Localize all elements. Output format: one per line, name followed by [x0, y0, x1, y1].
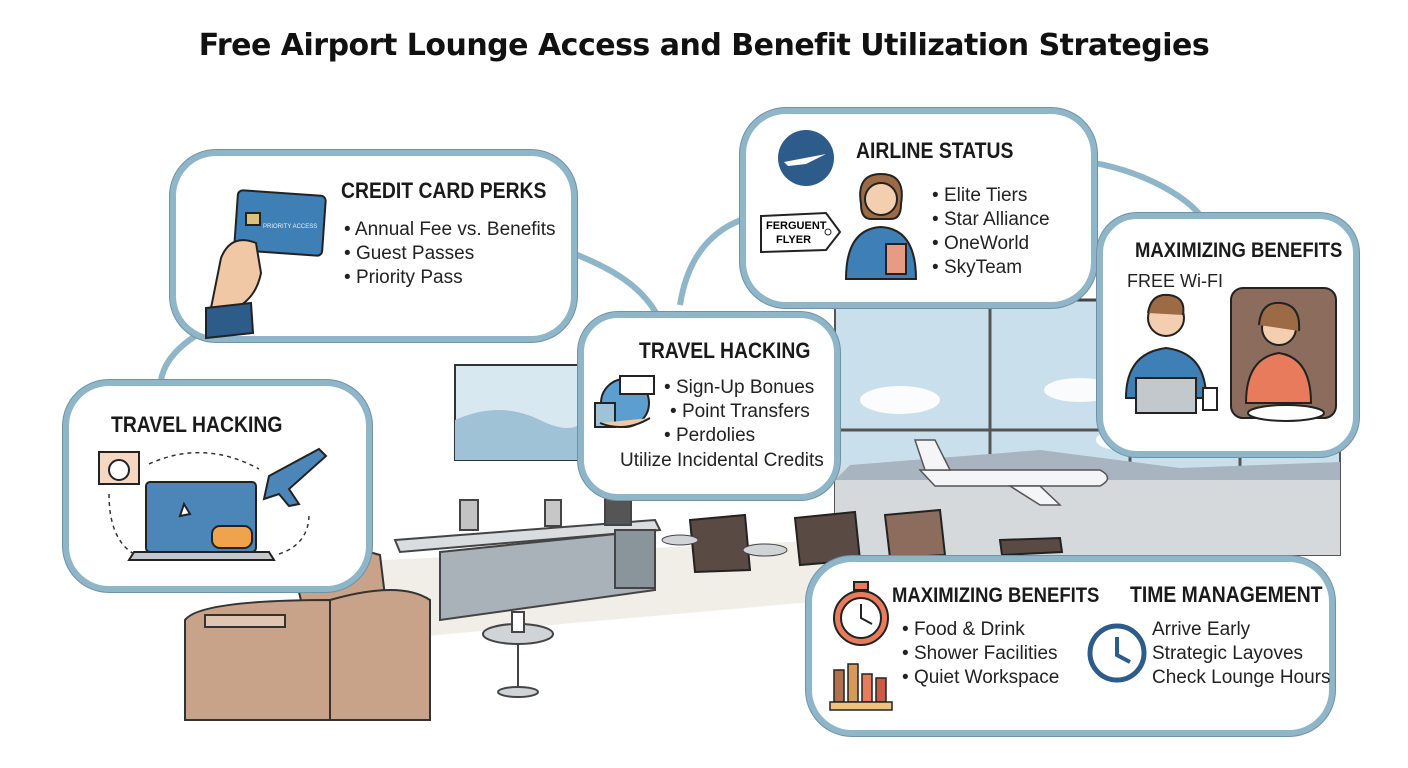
- maximizing-benefits-bottom-heading: MAXIMIZING BENEFITS: [892, 584, 1100, 607]
- airline-status-bubble: FERGUENT FLYER AIRLINE STATUS Elite Tier…: [740, 108, 1097, 308]
- time-management-heading: TIME MANAGEMENT: [1130, 582, 1323, 607]
- credit-card-perks-bubble: PRIORITY ACCESS CREDIT CARD PERKS Annual…: [170, 150, 577, 342]
- credit-card-perks-heading: CREDIT CARD PERKS: [341, 178, 547, 203]
- list-item: Star Alliance: [932, 208, 1050, 232]
- list-item: Elite Tiers: [932, 184, 1050, 208]
- maximizing-benefits-list: Food & Drink Shower Facilities Quiet Wor…: [902, 618, 1059, 690]
- list-item: Quiet Workspace: [902, 666, 1059, 690]
- travel-hacking-list: Sign-Up Bonues Point Transfers Perdolies: [664, 376, 814, 448]
- side-table: [482, 611, 554, 698]
- travelers-working-icon: [1124, 287, 1337, 422]
- list-item: Point Transfers: [664, 400, 814, 424]
- list-item: Arrive Early: [1152, 619, 1251, 640]
- time-management-list: Arrive Early Strategic Layoves Check Lou…: [1152, 618, 1331, 690]
- globe-wallet-icon: [594, 375, 655, 428]
- list-item: Strategic Layoves: [1152, 643, 1304, 664]
- incidental-credits-label: Utilize Incidental Credits: [620, 450, 824, 471]
- armchair: [184, 546, 431, 721]
- page-title: Free Airport Lounge Access and Benefit U…: [198, 28, 1210, 63]
- list-item: Priority Pass: [344, 266, 556, 290]
- flight-attendant-icon: [844, 172, 918, 280]
- svg-text:PRIORITY ACCESS: PRIORITY ACCESS: [263, 224, 317, 230]
- list-item: SkyTeam: [932, 256, 1050, 280]
- credit-card-perks-list: Annual Fee vs. Benefits Guest Passes Pri…: [344, 218, 556, 290]
- travel-hacking-left-bubble: TRAVEL HACKING: [63, 380, 372, 592]
- svg-text:FLYER: FLYER: [776, 234, 811, 246]
- free-wifi-label: FREE Wi-FI: [1127, 271, 1223, 291]
- list-item: Food & Drink: [902, 618, 1059, 642]
- travel-hacking-center-bubble: TRAVEL HACKING Sign-Up Bonues Point Tran…: [578, 312, 840, 500]
- time-icon: [1087, 623, 1147, 683]
- list-item: Check Lounge Hours: [1152, 667, 1331, 688]
- list-item: Perdolies: [664, 424, 814, 448]
- list-item: Shower Facilities: [902, 642, 1059, 666]
- maximizing-benefits-heading: MAXIMIZING BENEFITS: [1135, 239, 1343, 262]
- maximizing-benefits-top-bubble: MAXIMIZING BENEFITS FREE Wi-FI: [1097, 213, 1359, 457]
- airline-status-heading: AIRLINE STATUS: [856, 138, 1014, 163]
- credit-card-hand-icon: PRIORITY ACCESS: [205, 189, 327, 340]
- airline-logo-icon: [778, 130, 834, 186]
- bottom-benefits-bubble: MAXIMIZING BENEFITS Food & Drink Shower …: [806, 556, 1335, 736]
- travel-hacking-heading: TRAVEL HACKING: [639, 338, 811, 363]
- laptop-plane-icon: [98, 447, 328, 561]
- frequent-flyer-tag-icon: FERGUENT FLYER: [760, 211, 842, 254]
- list-item: Annual Fee vs. Benefits: [344, 218, 556, 242]
- list-item: Guest Passes: [344, 242, 556, 266]
- buffet-counter: [393, 494, 662, 622]
- parked-plane: [913, 439, 1109, 506]
- lounge-chairs: [688, 508, 1064, 574]
- clock-icon: [833, 581, 889, 646]
- list-item: OneWorld: [932, 232, 1050, 256]
- list-item: Sign-Up Bonues: [664, 376, 814, 400]
- svg-text:FERGUENT: FERGUENT: [766, 220, 827, 232]
- airline-status-list: Elite Tiers Star Alliance OneWorld SkyTe…: [932, 184, 1050, 280]
- food-drink-icon: [829, 663, 893, 711]
- travel-hacking-left-heading: TRAVEL HACKING: [111, 412, 283, 437]
